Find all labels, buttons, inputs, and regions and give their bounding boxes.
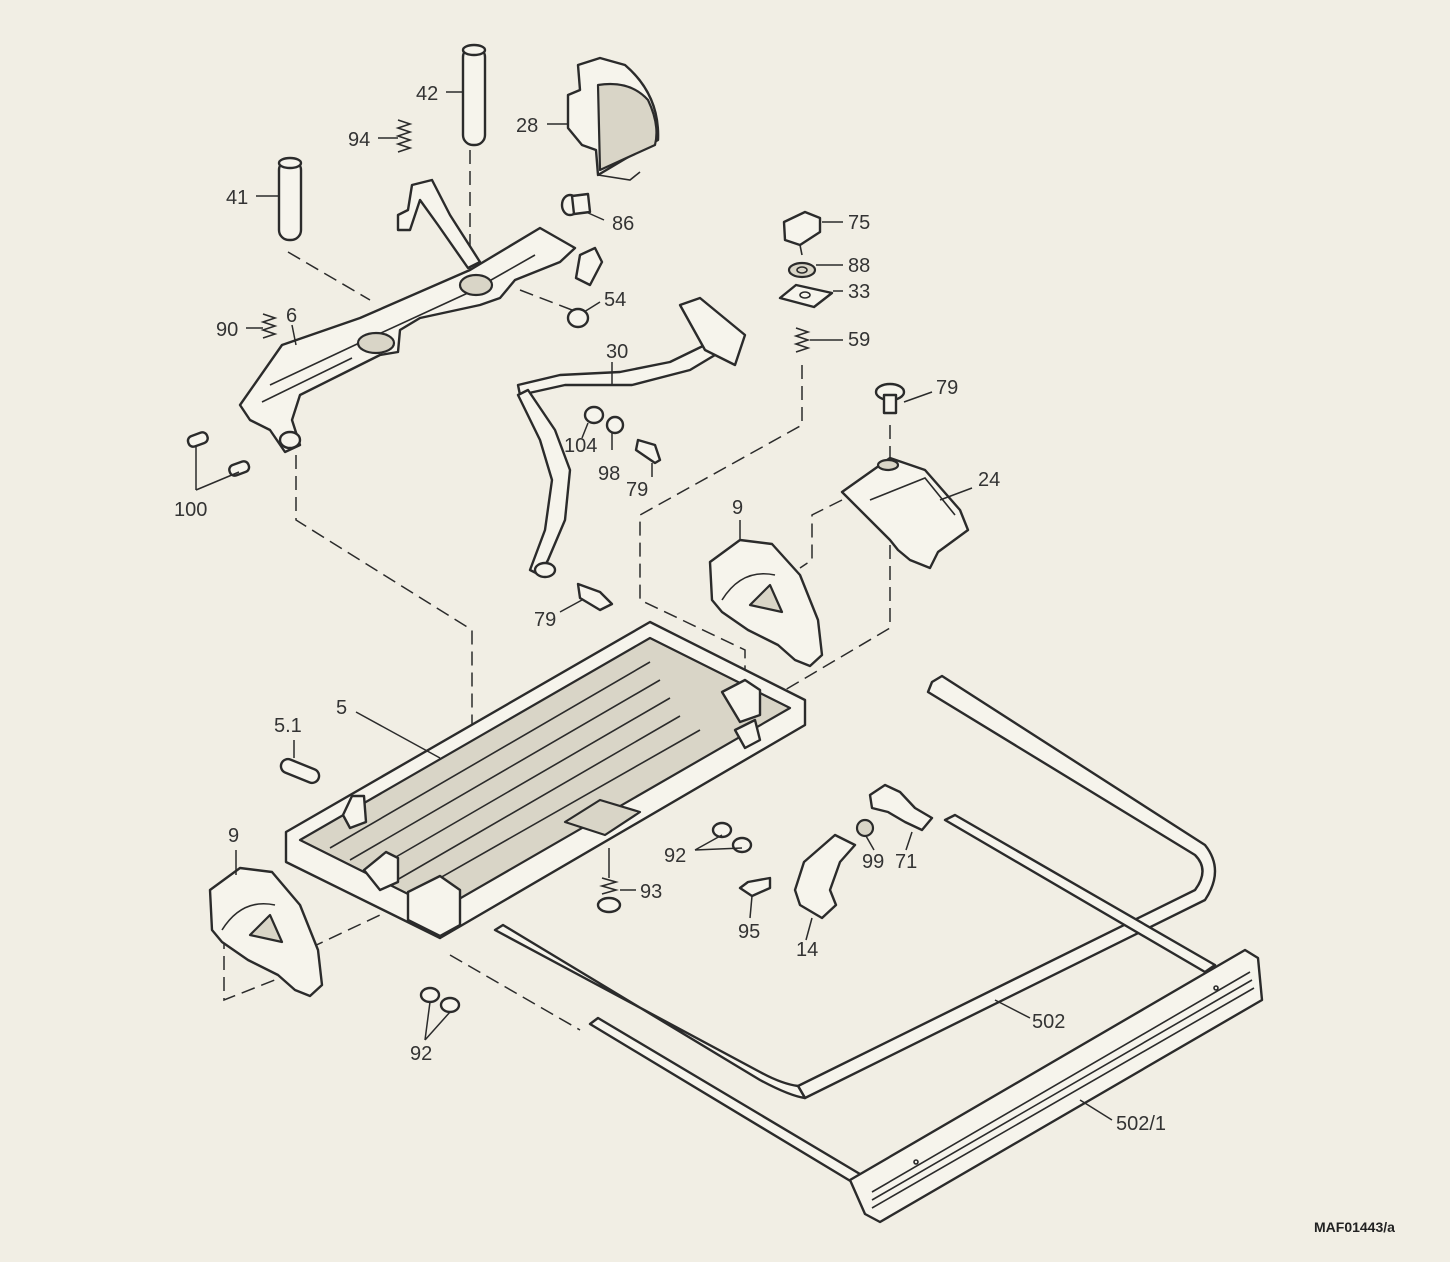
spring-94 xyxy=(395,119,413,153)
callout-86: 86 xyxy=(612,213,634,235)
leader-lines xyxy=(195,91,1113,1121)
callout-100: 100 xyxy=(174,499,207,521)
screw-79-bottom xyxy=(576,582,614,612)
callout-92-upper: 92 xyxy=(664,845,686,867)
washer-98 xyxy=(605,415,625,435)
clamp-33 xyxy=(778,283,834,309)
callout-75: 75 xyxy=(848,212,870,234)
callout-90: 90 xyxy=(216,319,238,341)
callout-104: 104 xyxy=(564,435,597,457)
spring-59 xyxy=(793,327,811,353)
callout-95: 95 xyxy=(738,921,760,943)
callout-5-1: 5.1 xyxy=(274,715,302,737)
handle-rail-part-502-1 xyxy=(848,948,1264,1224)
stand-frame-part-502 xyxy=(493,674,1217,1190)
bracket-part-24 xyxy=(840,456,970,570)
callout-79-crank: 79 xyxy=(626,479,648,501)
callout-98: 98 xyxy=(598,463,620,485)
guide-plate-9-right xyxy=(708,538,824,668)
callout-33: 33 xyxy=(848,281,870,303)
callout-42: 42 xyxy=(416,83,438,105)
callout-6: 6 xyxy=(286,305,297,327)
callout-502: 502 xyxy=(1032,1011,1065,1033)
callout-24: 24 xyxy=(978,469,1000,491)
callout-9-right: 9 xyxy=(732,497,743,519)
callout-30: 30 xyxy=(606,341,628,363)
callout-92-lower: 92 xyxy=(410,1043,432,1065)
screw-93 xyxy=(596,877,622,914)
callout-41: 41 xyxy=(226,187,248,209)
callout-28: 28 xyxy=(516,115,538,137)
base-tray-part-5 xyxy=(284,620,807,940)
washer-88 xyxy=(787,261,817,279)
callout-94: 94 xyxy=(348,129,370,151)
clamp-part-14 xyxy=(793,833,857,920)
screws-92-lower xyxy=(419,986,461,1014)
pin-41 xyxy=(277,156,303,242)
knob-75 xyxy=(782,210,822,256)
callout-79-top: 79 xyxy=(936,377,958,399)
callout-88: 88 xyxy=(848,255,870,277)
screw-95 xyxy=(738,876,772,898)
callout-59: 59 xyxy=(848,329,870,351)
callout-99: 99 xyxy=(862,851,884,873)
callout-9-left: 9 xyxy=(228,825,239,847)
callout-79-bottom: 79 xyxy=(534,609,556,631)
callout-93: 93 xyxy=(640,881,662,903)
callout-54: 54 xyxy=(604,289,626,311)
bushing-54 xyxy=(566,307,590,329)
washer-104 xyxy=(583,405,605,425)
guide-plate-9-left xyxy=(208,866,324,998)
drawing-reference: MAF01443/a xyxy=(1314,1219,1395,1235)
screw-79-crank xyxy=(634,438,662,465)
screw-79-top xyxy=(874,382,906,415)
lever-arm-part-6 xyxy=(238,178,604,454)
pin-42 xyxy=(461,43,487,147)
callout-14: 14 xyxy=(796,939,818,961)
pin-5-1 xyxy=(279,757,321,785)
cover-part-28 xyxy=(566,56,660,181)
callout-labels: 42 28 94 41 86 75 88 33 54 90 6 30 59 79… xyxy=(174,83,1166,1135)
washer-99 xyxy=(855,818,875,838)
spring-90 xyxy=(260,313,278,339)
callout-71: 71 xyxy=(895,851,917,873)
callout-502-1: 502/1 xyxy=(1116,1113,1166,1135)
screw-86 xyxy=(560,192,592,217)
callout-5: 5 xyxy=(336,697,347,719)
crank-handle-part-30 xyxy=(516,296,747,579)
knob-71 xyxy=(868,783,934,832)
pins-100 xyxy=(186,431,251,477)
